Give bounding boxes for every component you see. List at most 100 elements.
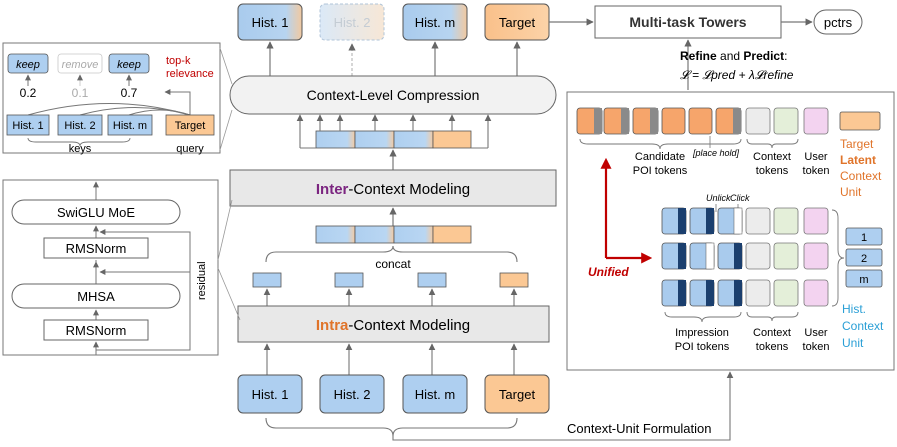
context-tokens-label-2: tokens [756, 165, 789, 177]
attention-arcs [27, 89, 191, 116]
keep-badge-2 [108, 53, 150, 74]
unified-label: Unified [588, 265, 629, 279]
placehold-label: [place hold] [692, 148, 740, 158]
bottom-hist-1-box[interactable] [237, 374, 303, 414]
residual-path-1 [96, 269, 191, 351]
intra-output-tokens [252, 272, 529, 288]
target-context-tokens [745, 107, 829, 135]
remove-badge [57, 53, 103, 74]
topk-connector-2 [219, 109, 233, 151]
target-latent-unit-swatch [839, 111, 881, 131]
input-to-intra-arrows [263, 343, 518, 375]
key-hist-m [107, 114, 153, 136]
bar-to-compression-arrows [296, 114, 492, 148]
query-target [165, 114, 215, 136]
concat-label: concat [375, 257, 411, 271]
impression-row-3 [661, 279, 829, 307]
topk-connector-1 [219, 47, 233, 85]
key-hist-1 [6, 114, 50, 136]
keep-badge-1 [7, 53, 49, 74]
swiglu-moe-label: SwiGLU MoE [57, 205, 135, 220]
bottom-target-box[interactable] [484, 374, 550, 414]
impression-label-2: POI tokens [675, 341, 730, 353]
pctrs-output[interactable] [813, 9, 863, 35]
inter-output-token-bar [315, 130, 472, 149]
key-hist-2 [57, 114, 103, 136]
score-hist-2: 0.1 [72, 86, 89, 100]
context-level-compression[interactable] [229, 75, 557, 115]
topk-keep-row: keep remove keep [7, 53, 150, 74]
impression-row-1 [661, 207, 829, 235]
bottom-hist-1-label: Hist. 1 [252, 387, 289, 402]
top-hist-row: Hist. 1 Hist. 2 Hist. m Target [237, 3, 550, 41]
click-label: Click [730, 193, 750, 203]
top-hist-m-label: Hist. m [415, 15, 455, 30]
impression-user-label-1: User [804, 327, 828, 339]
hist-index-m: m [859, 274, 868, 286]
topk-title-1: top-k [166, 55, 191, 67]
intra-label: Intra-Context Modeling [316, 317, 470, 334]
rmsnorm-2[interactable] [43, 319, 149, 341]
unlick-label: Unlick [706, 193, 731, 203]
rmsnorm-1-label: RMSNorm [66, 241, 127, 256]
user-token-label-1: User [804, 151, 828, 163]
compression-up-arrows [266, 41, 521, 76]
intra-up-arrows [263, 288, 518, 306]
target-latent-label-2: Latent [840, 153, 876, 167]
impression-context-label-1: Context [753, 327, 791, 339]
keys-label: keys [69, 143, 92, 155]
concat-brace [265, 245, 518, 263]
loss-formula: 𝓛 = 𝓛pred + λ𝓛refine [680, 68, 794, 82]
residual-label: residual [196, 261, 208, 300]
impression-user-label-2: token [803, 341, 830, 353]
score-hist-m: 0.7 [121, 86, 138, 100]
top-hist-2-label: Hist. 2 [334, 15, 371, 30]
key-hist-2-label: Hist. 2 [64, 120, 95, 132]
multi-task-towers-label: Multi-task Towers [629, 14, 746, 30]
hist-index-2: 2 [861, 253, 867, 265]
keep-badge-2-label: keep [117, 59, 141, 71]
bottom-hist-m-label: Hist. m [415, 387, 455, 402]
inter-context-modeling[interactable] [229, 169, 557, 207]
bottom-hist-2-box[interactable] [319, 374, 385, 414]
topk-key-row: Hist. 1 Hist. 2 Hist. m Target [6, 114, 215, 136]
top-target-label: Target [499, 15, 536, 30]
intra-context-modeling[interactable] [237, 305, 550, 343]
top-hist-2-box-removed[interactable] [319, 3, 385, 41]
mhsa[interactable] [11, 283, 181, 309]
block-connector-intra [217, 267, 241, 321]
key-hist-1-label: Hist. 1 [12, 120, 43, 132]
top-hist-1-box[interactable] [237, 3, 303, 41]
target-latent-label-1: Target [840, 137, 874, 151]
rmsnorm-2-label: RMSNorm [66, 323, 127, 338]
inter-label: Inter-Context Modeling [316, 181, 470, 198]
hist-index-tokens: 1 2 m [845, 227, 883, 288]
candidate-poi-tokens [576, 107, 742, 135]
swiglu-moe[interactable] [11, 199, 181, 225]
formulation-label: Context-Unit Formulation [567, 421, 712, 436]
bottom-brace [265, 417, 518, 437]
top-hist-m-box[interactable] [402, 3, 468, 41]
rmsnorm-1[interactable] [43, 237, 149, 259]
impression-label-1: Impression [675, 327, 729, 339]
pctrs-label: pctrs [824, 15, 853, 30]
target-latent-label-3: Context [840, 169, 882, 183]
loss-heading: Refine and Predict: [680, 49, 787, 63]
bottom-hist-2-label: Hist. 2 [334, 387, 371, 402]
compression-label: Context-Level Compression [307, 87, 480, 103]
bottom-target-label: Target [499, 387, 536, 402]
candidate-label-2: POI tokens [633, 165, 688, 177]
remove-badge-label: remove [62, 59, 99, 71]
bottom-hist-m-box[interactable] [402, 374, 468, 414]
key-hist-m-label: Hist. m [113, 120, 147, 132]
user-token-label-2: token [803, 165, 830, 177]
concat-token-bar [315, 225, 472, 244]
formulation-arrow [392, 371, 734, 441]
mhsa-label: MHSA [77, 289, 115, 304]
top-hist-1-label: Hist. 1 [252, 15, 289, 30]
hist-unit-label-2: Context [842, 319, 884, 333]
topk-title-2: relevance [166, 68, 214, 80]
keep-badge-1-label: keep [16, 59, 40, 71]
multi-task-towers[interactable] [594, 5, 782, 39]
